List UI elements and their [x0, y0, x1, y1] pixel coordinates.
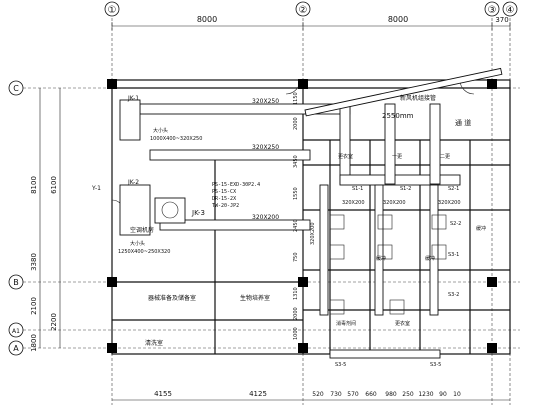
outlet-s2-1: S2-1 [448, 186, 459, 192]
duct-label-5: 320X200 [383, 200, 406, 206]
room-buffer-1: 缓冲 [376, 255, 386, 262]
bottom-dim-8: 250 [402, 391, 414, 398]
vdim-8: 2000 [293, 307, 299, 320]
outlet-s1-2: S1-2 [400, 186, 411, 192]
room-biochem: 生物培养室 [240, 294, 270, 302]
bottom-dim-6: 660 [365, 391, 377, 398]
top-dim-3: 370 [495, 16, 508, 24]
ahu1-label: JK-1 [127, 95, 139, 102]
bottom-dim-1: 4155 [154, 390, 172, 398]
duct-label-6: 320X200 [438, 200, 461, 206]
ahu-jk1 [119, 99, 141, 141]
ahu1-size: 1000X400~320X250 [150, 136, 202, 142]
top-dim-1: 8000 [197, 15, 217, 24]
vdim-6: 750 [293, 252, 299, 262]
ductwork [139, 67, 503, 359]
vdim-2: 2000 [293, 117, 299, 130]
duct-labels: 320X250 320X250 320X200 320X200 320X200 … [252, 94, 461, 245]
ahu2-label: JK-2 [127, 179, 139, 186]
bottom-dim-3: 520 [312, 391, 324, 398]
vdim-7: 1310 [293, 287, 299, 300]
air-handling-units: JK-1 JK-2 JK-3 Y-1 大小头 1000X400~320X250 … [91, 95, 205, 255]
duct-label-4: 320X200 [342, 200, 365, 206]
bottom-dim-10: 90 [439, 391, 447, 398]
top-grid-bubbles: ① ② ③ ④ [104, 1, 518, 17]
bottom-dim-9: 1230 [418, 391, 433, 398]
vdim-1: 1150 [293, 92, 299, 105]
duct-note-1: 新风机组接管 [400, 94, 436, 102]
vertical-dimensions: 1150 2000 3450 1550 2450 750 1310 2000 1… [293, 92, 299, 340]
room-change2: 二更 [440, 154, 450, 160]
room-gowning: 更衣室 [395, 320, 410, 327]
top-dimension-chain: 8000 8000 370 [111, 15, 511, 30]
grid-col-1: ① [108, 5, 117, 16]
louver-label: Y-1 [91, 185, 101, 192]
outlet-s3-1: S3-1 [448, 252, 459, 258]
grid-row-c: C [13, 84, 19, 93]
outlet-s3-5b: S3-5 [430, 362, 441, 368]
room-buffer-2: 缓冲 [425, 255, 435, 262]
ahu2-size: 1250X400~250X320 [118, 249, 170, 255]
grid-col-3: ③ [488, 5, 497, 16]
duct-label-2: 320X250 [252, 144, 279, 151]
equipment-legend: PS-15-EXD-30P2.4 PS-15-CX DR-15-2X TW-20… [212, 182, 260, 209]
room-buffer-3: 缓冲 [476, 225, 486, 232]
grid-lines [18, 18, 520, 405]
duct-note-2: 2550mm [382, 112, 414, 120]
legend-item-4: TW-20-JP2 [212, 203, 239, 209]
outlet-s3-2: S3-2 [448, 292, 459, 298]
left-dim-6: 2200 [50, 313, 58, 331]
room-prep: 器械准备及储备室 [148, 294, 196, 302]
room-change1: 一更 [392, 154, 402, 160]
legend-item-3: DR-15-2X [212, 196, 236, 202]
vdim-3: 3450 [293, 155, 299, 168]
grid-col-4: ④ [506, 5, 515, 16]
room-disinfect: 消毒剂间 [336, 320, 356, 327]
walls [111, 79, 511, 355]
left-dim-3: 3380 [30, 253, 38, 271]
ahu1-tag: 大小头 [153, 127, 168, 134]
vdim-4: 1550 [293, 187, 299, 200]
room-labels: 通 道 空调机房 器械准备及储备室 生物培养室 清洗室 更衣室 一更 二更 缓冲… [130, 118, 486, 347]
vdim-9: 1000 [293, 327, 299, 340]
legend-item-2: PS-15-CX [212, 189, 236, 195]
duct-label-7: 320X200 [310, 222, 316, 245]
bottom-dim-11: 10 [453, 391, 461, 398]
bottom-dimension-chain: 4155 4125 520 730 570 660 980 250 1230 9… [112, 390, 510, 401]
grid-row-a1: A1 [12, 328, 20, 335]
outlet-s2-2: S2-2 [450, 221, 461, 227]
vdim-5: 2450 [293, 219, 299, 232]
ahu-jk2 [119, 184, 151, 236]
duct-label-1: 320X250 [252, 98, 279, 105]
left-dim-2: 6100 [50, 176, 58, 194]
grid-row-a: A [13, 344, 19, 353]
room-change-a: 更衣室 [338, 153, 353, 160]
legend-item-1: PS-15-EXD-30P2.4 [212, 182, 260, 188]
outlet-s3-5a: S3-5 [335, 362, 346, 368]
outlet-s1-1: S1-1 [352, 186, 363, 192]
bottom-dim-4: 730 [330, 391, 342, 398]
left-grid-bubbles: C B A1 A [8, 80, 24, 356]
grid-col-2: ② [299, 5, 308, 16]
bottom-dim-2: 4125 [249, 390, 267, 398]
duct-label-3: 320X200 [252, 214, 279, 221]
room-corridor: 通 道 [455, 118, 471, 127]
bottom-dim-7: 980 [385, 391, 397, 398]
left-dim-1: 8100 [30, 176, 38, 194]
left-dimension-chain: 8100 6100 3380 2100 1800 2200 [30, 88, 61, 352]
air-outlets: S1-1 S1-2 S2-1 S2-2 S3-1 S3-2 S3-5 S3-5 [329, 186, 461, 368]
top-dim-2: 8000 [388, 15, 408, 24]
ahu2-tag: 大小头 [130, 240, 145, 247]
left-dim-5: 1800 [30, 334, 38, 352]
ahu3-label: JK-3 [191, 209, 205, 217]
grid-row-b: B [13, 278, 19, 287]
bottom-dim-5: 570 [347, 391, 359, 398]
room-wash: 清洗室 [145, 339, 163, 347]
room-aircon: 空调机房 [130, 226, 154, 234]
columns [107, 79, 497, 353]
left-dim-4: 2100 [30, 297, 38, 315]
